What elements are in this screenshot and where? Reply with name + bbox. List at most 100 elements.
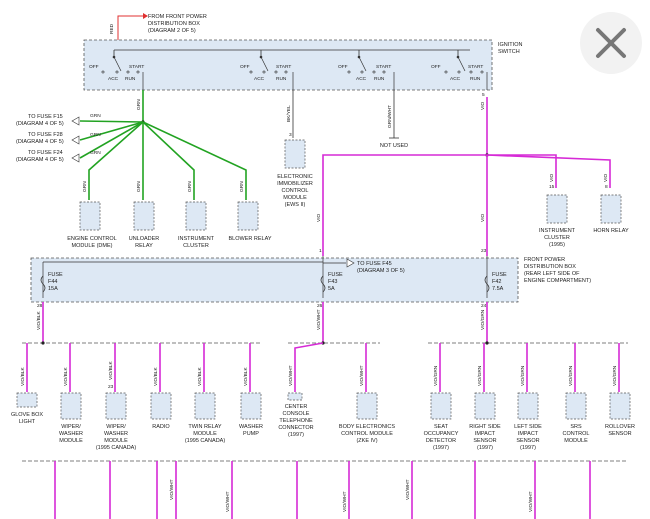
diagram-label: LEFT SIDE: [514, 424, 542, 430]
diagram-label: IMPACT: [475, 431, 496, 437]
splice-dot: [126, 70, 130, 74]
diagram-label: INSTRUMENT: [539, 228, 576, 234]
splice-dot: [262, 70, 266, 74]
diagram-label: WASHER: [59, 431, 83, 437]
diagram-label: VIO: [603, 173, 609, 182]
fuse-ref-f15: TO FUSE F15: [28, 114, 63, 120]
diagram-label: 28: [37, 303, 43, 309]
close-button[interactable]: [580, 12, 642, 74]
splice-dot: [372, 70, 376, 74]
magenta-wires: VIO VIO VIO VIO VIO 1 23 15 8: [316, 97, 611, 256]
diagram-label: OFF: [89, 64, 99, 70]
diagram-label: WASHER: [239, 424, 263, 430]
diagram-label: START: [276, 64, 291, 70]
source-line-2: DISTRIBUTION BOX: [148, 21, 200, 27]
diagram-label: VIO/GRN: [612, 365, 618, 386]
diagram-label: FRONT POWER: [524, 257, 565, 263]
diagram-label: CONTROL MODULE: [341, 431, 393, 437]
diagram-label: (1997): [288, 432, 304, 438]
diagram-label: SEAT: [434, 424, 449, 430]
diagram-label: VIO/WHT: [225, 491, 231, 512]
diagram-label: WIPER/: [106, 424, 126, 430]
splice-dot: [360, 70, 364, 74]
diagram-label: (REAR LEFT SIDE OF: [524, 271, 580, 277]
splice-dot: [136, 70, 140, 74]
diagram-label: (1995 CANADA): [185, 438, 226, 444]
splice-dot: [347, 70, 351, 74]
fuse-box: FRONT POWER DISTRIBUTION BOX (REAR LEFT …: [30, 256, 591, 309]
wire: [79, 121, 144, 159]
diagram-label: OCCUPANCY: [424, 431, 459, 437]
diagram-label: BK/YEL: [286, 105, 292, 122]
diagram-label: OFF: [431, 64, 441, 70]
bottom-components: VIO/BLK GLOVE BOX LIGHT VIO/BLK WIPER/ W…: [11, 342, 635, 451]
diagram-label: OFF: [338, 64, 348, 70]
wire: [113, 56, 122, 72]
diagram-label: FUSE: [328, 272, 343, 278]
diagram-label: 15: [549, 184, 555, 190]
splice-dot: [284, 70, 288, 74]
diagram-label: VIO/GRN: [433, 365, 439, 386]
blower-relay-box: [237, 201, 259, 231]
diagram-label: (DIAGRAM 3 OF 5): [357, 268, 405, 274]
diagram-label: 8: [605, 184, 608, 190]
diagram-label: VIO/GRN: [480, 309, 486, 330]
diagram-label: (DIAGRAM 4 OF 5): [16, 157, 64, 163]
arrow-icon: [346, 258, 355, 268]
diagram-label: ELECTRONIC: [277, 174, 312, 180]
right-components: INSTRUMENT CLUSTER (1995) HORN RELAY: [539, 194, 629, 248]
arrow-icon: [71, 135, 80, 145]
diagram-label: GRN: [82, 181, 88, 192]
diagram-label: (1997): [520, 445, 536, 451]
diagram-label: 26: [317, 303, 323, 309]
diagram-label: START: [376, 64, 391, 70]
diagram-label: VIO/BLK: [197, 367, 203, 386]
diagram-label: VIO: [316, 213, 322, 222]
fuse-symbol: [40, 275, 46, 293]
diagram-label: WIPER/: [61, 424, 81, 430]
diagram-label: CLUSTER: [544, 235, 570, 241]
diagram-label: DETECTOR: [426, 438, 456, 444]
diagram-label: GRN: [136, 99, 142, 110]
diagram-label: ACC: [450, 76, 461, 82]
diagram-label: FUSE: [492, 272, 507, 278]
radio-box: [150, 392, 172, 420]
diagram-label: MODULE: [193, 431, 217, 437]
diagram-label: FUSE: [48, 272, 63, 278]
splice-dot: [249, 70, 253, 74]
wire: [88, 121, 144, 200]
diagram-label: CONTROL: [282, 188, 309, 194]
fuse-ref-f28: TO FUSE F28: [28, 132, 63, 138]
splice-dot: [101, 70, 105, 74]
diagram-label: START: [468, 64, 483, 70]
wire: [457, 56, 466, 72]
diagram-label: VIO/WHT: [342, 491, 348, 512]
diagram-label: MODULE: [564, 438, 588, 444]
diagram-label: VIO/BLK: [36, 311, 42, 330]
diagram-label: CLUSTER: [183, 243, 209, 249]
diagram-label: GRN: [90, 113, 101, 119]
diagram-label: VIO/GRN: [520, 365, 526, 386]
wire: [294, 342, 324, 392]
diagram-label: CENTER: [285, 404, 308, 410]
diagram-label: SRS: [570, 424, 582, 430]
diagram-label: 23: [481, 248, 487, 254]
diagram-label: VIO/BLK: [63, 367, 69, 386]
fuse-symbol: [320, 275, 326, 293]
arrow-icon: [71, 153, 80, 163]
switch-3: OFF START ACC RUN: [338, 55, 391, 82]
diagram-label: (1995 CANADA): [96, 445, 137, 451]
arrow-icon: [71, 116, 80, 126]
diagram-label: ACC: [356, 76, 367, 82]
left-impact-sensor-box: [517, 392, 539, 420]
glove-box-light-box: [16, 392, 38, 408]
diagram-label: DISTRIBUTION BOX: [524, 264, 576, 270]
diagram-label: VIO/WHT: [316, 309, 322, 330]
diagram-label: BLOWER RELAY: [229, 236, 272, 242]
wire: [358, 56, 367, 72]
diagram-label: GRN: [136, 181, 142, 192]
washer-pump-box: [240, 392, 262, 420]
diagram-label: VIO/BLK: [153, 367, 159, 386]
ignition-switch-box: [83, 39, 493, 91]
